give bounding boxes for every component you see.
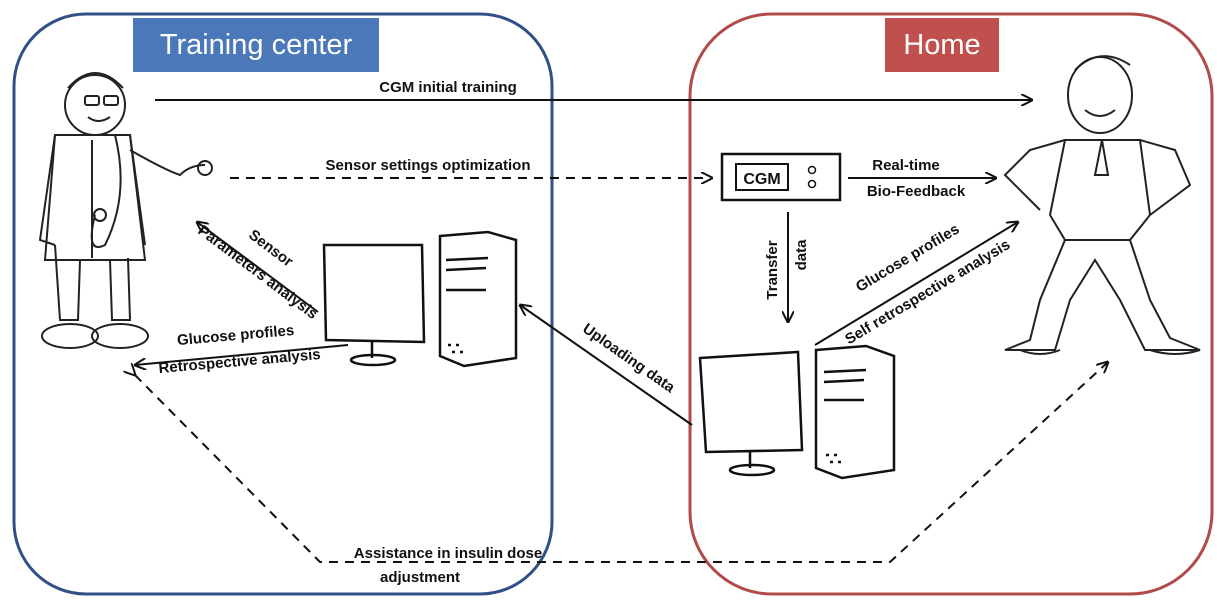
label-sensor-settings: Sensor settings optimization — [325, 157, 530, 174]
arrow-glucose-home — [814, 222, 1018, 346]
center-computer-icon — [322, 230, 518, 368]
training-center-title: Training center — [159, 29, 353, 61]
home-zone — [688, 12, 1214, 596]
arrow-assistance — [135, 362, 1108, 563]
cgm-device-label: CGM — [743, 171, 780, 188]
label-glucose-center-1: Glucose profiles — [176, 322, 295, 349]
label-transfer-2: data — [793, 239, 810, 271]
label-realtime-2: Bio-Feedback — [867, 183, 966, 200]
label-transfer-1: Transfer — [764, 240, 781, 299]
patient-figure-icon — [1003, 55, 1201, 355]
training-center-zone — [12, 12, 554, 596]
home-tag-bg — [885, 18, 999, 72]
cgm-device-icon: CGM — [720, 152, 842, 202]
training-center-tag-bg — [133, 18, 379, 72]
label-glucose-center-2: Retrospective analysis — [158, 346, 321, 377]
home-computer-icon — [698, 344, 896, 480]
label-assistance-2: adjustment — [380, 569, 460, 586]
label-uploading-data: Uploading data — [579, 320, 678, 396]
home-title: Home — [903, 29, 981, 61]
arrow-sensor-params — [197, 222, 319, 313]
arrow-uploading-data — [520, 305, 693, 426]
doctor-figure-icon — [38, 72, 213, 349]
label-cgm-initial-training: CGM initial training — [379, 79, 517, 96]
label-assistance-1: Assistance in insulin dose — [354, 545, 542, 562]
label-realtime-1: Real-time — [872, 157, 940, 174]
